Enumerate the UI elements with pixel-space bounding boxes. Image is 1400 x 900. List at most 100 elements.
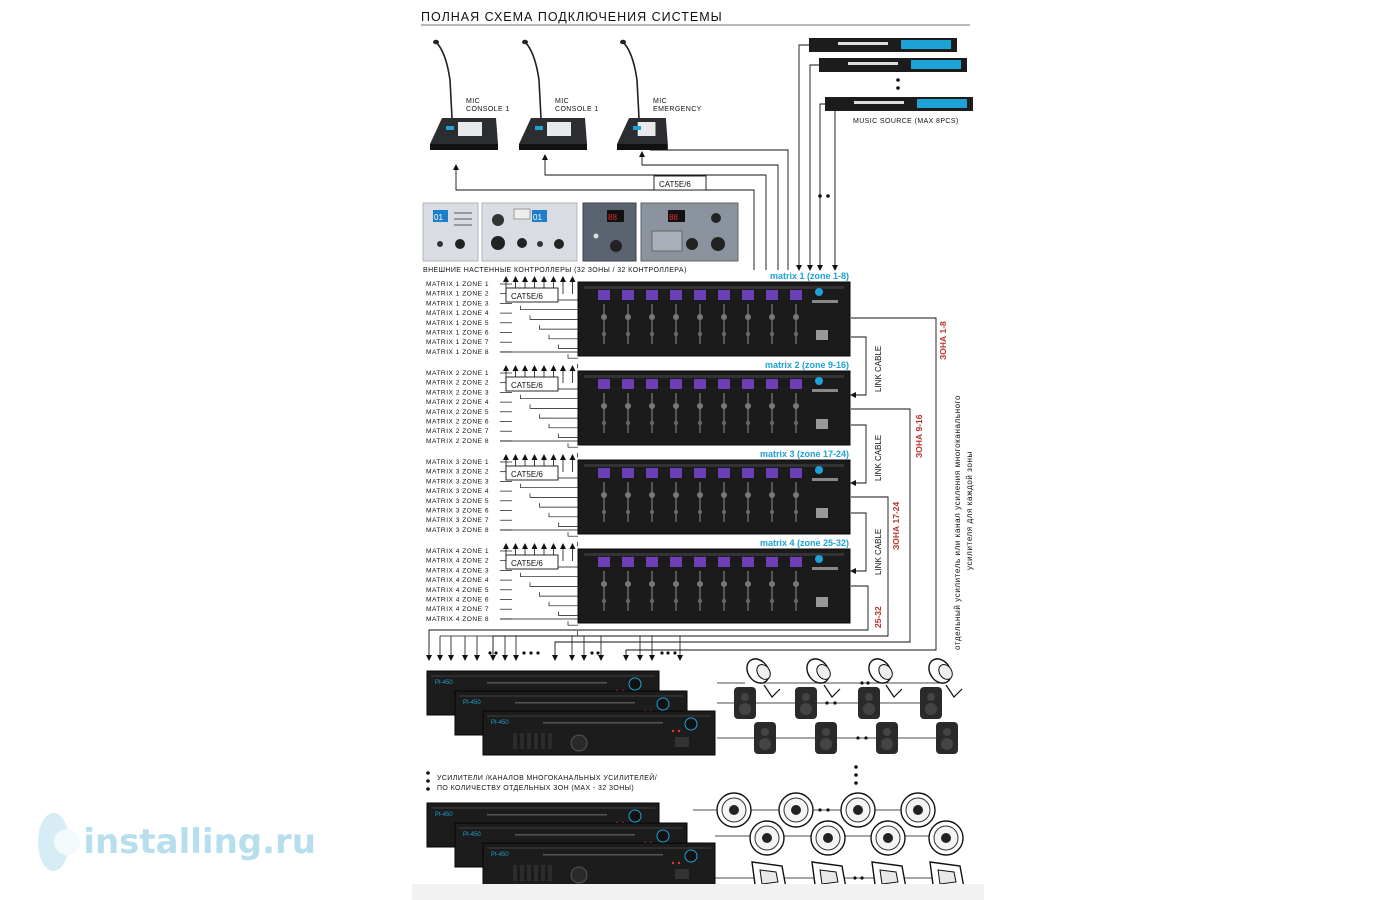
controller-display xyxy=(668,210,685,222)
wall-controllers: 01 01 88 88 xyxy=(422,202,739,262)
xlr-socket xyxy=(491,236,505,250)
controller-display-value: 88 xyxy=(669,213,678,222)
ceiling-speaker-icon xyxy=(749,820,785,856)
mic-cables xyxy=(453,149,789,270)
matrix-3: matrix 3 (zone 17-24) MATRIX 3 ZONE 1 MATR… xyxy=(426,449,851,547)
ceiling-speaker-icon xyxy=(900,792,936,828)
zone-output-label: MATRIX 2 ZONE 7 xyxy=(426,428,489,435)
mic-label-line1: MIC xyxy=(466,98,480,105)
box-speaker-icon xyxy=(920,687,942,719)
controller-display xyxy=(607,210,624,222)
side-note-line-1: отдельный усилитель или канал усиления м… xyxy=(953,395,962,650)
music-source-label: MUSIC SOURCE (MAX 8PCS) xyxy=(853,118,959,125)
music-cables xyxy=(796,44,838,271)
controller-display-value: 88 xyxy=(608,213,617,222)
zone-output-label: MATRIX 1 ZONE 1 xyxy=(426,281,489,288)
zone-output-label: MATRIX 4 ZONE 1 xyxy=(426,548,489,555)
box-speaker-icon xyxy=(815,722,837,754)
mic-label-line1: MIC xyxy=(653,98,667,105)
controller-display-value: 01 xyxy=(434,213,443,222)
zone-output-label: MATRIX 1 ZONE 2 xyxy=(426,291,489,298)
zone-output-label: MATRIX 1 ZONE 6 xyxy=(426,330,489,337)
controller-display-value: 01 xyxy=(533,213,542,222)
matrix-stack: matrix 1 (zone 1-8) MATRIX 1 ZONE 1 MATRIX… xyxy=(426,271,851,636)
box-speaker-icon xyxy=(936,722,958,754)
ceiling-speaker-icon xyxy=(870,820,906,856)
amp-model-label: PI-450 xyxy=(435,812,453,818)
cat-label: CAT5E/6 xyxy=(511,470,543,479)
matrix-label: matrix 2 (zone 9-16) xyxy=(765,360,849,370)
cat-label: CAT5E/6 xyxy=(511,292,543,301)
spotlight-speaker-icon xyxy=(806,658,841,698)
spotlight-speaker-icon xyxy=(746,658,781,698)
music-sources: MUSIC SOURCE (MAX 8PCS) xyxy=(809,38,973,125)
link-cable-label: LINK CABLE xyxy=(874,529,883,575)
zone-output-label: MATRIX 3 ZONE 4 xyxy=(426,488,489,495)
mic-label-line1: MIC xyxy=(555,98,569,105)
zone-output-label: MATRIX 3 ZONE 6 xyxy=(426,508,489,515)
cat-label: CAT5E/6 xyxy=(511,559,543,568)
box-speaker-icon xyxy=(754,722,776,754)
link-cable-label: LINK CABLE xyxy=(874,346,883,392)
box-speaker-icon xyxy=(734,687,756,719)
zone-label-17-24: ЗОНА 17-24 xyxy=(891,502,901,550)
zone-output-label: MATRIX 3 ZONE 8 xyxy=(426,527,489,534)
cat-box-mics xyxy=(653,175,707,191)
speakers xyxy=(693,658,965,894)
side-note-line-2: усилителя для каждой зоны xyxy=(965,451,974,570)
zone-label-1-8: ЗОНА 1-8 xyxy=(938,321,948,360)
ceiling-speaker-icon xyxy=(778,792,814,828)
amp-model-label: PI-450 xyxy=(463,700,481,706)
zone-output-label: MATRIX 2 ZONE 8 xyxy=(426,438,489,445)
zone-output-label: MATRIX 4 ZONE 7 xyxy=(426,606,489,613)
box-speaker-icon xyxy=(876,722,898,754)
zone-output-label: MATRIX 4 ZONE 3 xyxy=(426,567,489,574)
matrix-label: matrix 3 (zone 17-24) xyxy=(760,449,849,459)
zone-output-label: MATRIX 2 ZONE 5 xyxy=(426,409,489,416)
zone-output-label: MATRIX 2 ZONE 1 xyxy=(426,370,489,377)
mic-label-line2: CONSOLE 1 xyxy=(466,106,510,113)
zone-output-label: MATRIX 1 ZONE 5 xyxy=(426,320,489,327)
ceiling-speaker-icon xyxy=(810,820,846,856)
amp-model-label: PI-450 xyxy=(463,832,481,838)
zone-output-label: MATRIX 3 ZONE 7 xyxy=(426,517,489,524)
zone-output-label: MATRIX 4 ZONE 8 xyxy=(426,616,489,623)
zone-output-label: MATRIX 1 ZONE 4 xyxy=(426,310,489,317)
link-cables xyxy=(426,317,937,661)
jack-socket xyxy=(492,214,504,226)
zone-output-label: MATRIX 4 ZONE 5 xyxy=(426,587,489,594)
matrix-label: matrix 4 (zone 25-32) xyxy=(760,538,849,548)
amp-note: УСИЛИТЕЛИ /КАНАЛОВ МНОГОКАНАЛЬНЫХ УСИЛИТ… xyxy=(426,765,858,792)
zone-output-label: MATRIX 2 ZONE 6 xyxy=(426,419,489,426)
watermark-logo-icon xyxy=(38,813,81,871)
ceiling-speaker-icon xyxy=(716,792,752,828)
zone-output-label: MATRIX 3 ZONE 1 xyxy=(426,459,489,466)
amp-model-label: PI-450 xyxy=(491,852,509,858)
spotlight-speaker-icon xyxy=(928,658,963,698)
matrix-1: matrix 1 (zone 1-8) MATRIX 1 ZONE 1 MATRIX… xyxy=(426,271,851,369)
zone-output-label: MATRIX 2 ZONE 3 xyxy=(426,389,489,396)
matrix-4: matrix 4 (zone 25-32) MATRIX 4 ZONE 1 MATR… xyxy=(426,538,851,636)
zone-label-25-32: 25-32 xyxy=(873,606,883,628)
zone-output-label: MATRIX 3 ZONE 3 xyxy=(426,478,489,485)
spotlight-speaker-icon xyxy=(868,658,903,698)
ceiling-speaker-icon xyxy=(840,792,876,828)
zone-output-label: MATRIX 3 ZONE 2 xyxy=(426,469,489,476)
zone-output-label: MATRIX 1 ZONE 7 xyxy=(426,339,489,346)
zone-output-label: MATRIX 1 ZONE 8 xyxy=(426,349,489,356)
wall-controllers-label: ВНЕШНИЕ НАСТЕННЫЕ КОНТРОЛЛЕРЫ (32 ЗОНЫ /… xyxy=(423,267,687,274)
controller-display xyxy=(433,210,448,222)
zone-output-label: MATRIX 4 ZONE 6 xyxy=(426,597,489,604)
amplifier-unit: PI-450 xyxy=(482,710,716,756)
amp-model-label: PI-450 xyxy=(435,680,453,686)
mic-label-line2: EMERGENCY xyxy=(653,106,702,113)
amp-note-line-2: ПО КОЛИЧЕСТВУ ОТДЕЛЬНЫХ ЗОН (MAX - 32 ЗО… xyxy=(437,785,634,792)
zone-output-label: MATRIX 1 ZONE 3 xyxy=(426,300,489,307)
amp-input-arrows xyxy=(437,635,683,661)
matrix-label: matrix 1 (zone 1-8) xyxy=(770,271,849,281)
